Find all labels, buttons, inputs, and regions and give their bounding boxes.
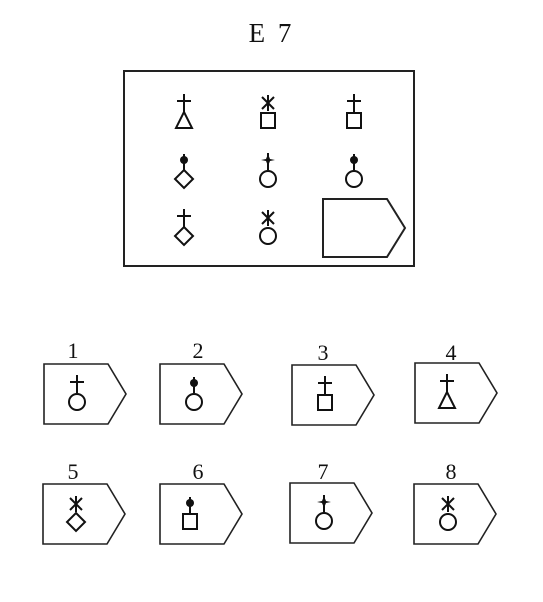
option-3-glyph (317, 376, 333, 411)
matrix-glyph (173, 209, 195, 247)
option-2-glyph (185, 377, 203, 411)
matrix-glyph (173, 154, 195, 190)
option-number: 7 (317, 459, 329, 484)
matrix-glyph (259, 153, 277, 188)
answer-slot-outline (322, 198, 407, 258)
matrix-glyph (260, 95, 276, 129)
matrix-cell (339, 150, 369, 195)
option-number: 4 (445, 340, 457, 365)
matrix-cell (253, 207, 283, 252)
option-5[interactable] (42, 483, 128, 552)
matrix-glyph (259, 210, 277, 245)
option-6[interactable] (159, 483, 245, 552)
option-8[interactable] (413, 483, 499, 552)
option-7-glyph (315, 495, 333, 530)
option-number: 6 (192, 459, 204, 484)
option-1[interactable] (43, 363, 129, 432)
matrix-cell (253, 92, 283, 137)
answer-slot (321, 197, 411, 264)
puzzle-matrix (123, 70, 415, 267)
matrix-cell (253, 150, 283, 195)
option-number: 8 (445, 459, 457, 484)
matrix-cell (169, 150, 199, 195)
option-8-glyph (439, 496, 457, 531)
option-2[interactable] (159, 363, 245, 432)
option-6-glyph (182, 497, 198, 530)
matrix-cell (169, 207, 199, 252)
option-number: 3 (317, 340, 329, 365)
option-4[interactable] (414, 362, 500, 431)
option-1-glyph (68, 375, 86, 411)
option-3[interactable] (291, 364, 377, 433)
matrix-cell (339, 92, 369, 137)
option-number: 5 (67, 459, 79, 484)
matrix-cell (169, 92, 199, 137)
option-number: 1 (67, 338, 79, 363)
option-number: 2 (192, 338, 204, 363)
option-7[interactable] (289, 482, 375, 551)
option-4-glyph (437, 374, 457, 409)
matrix-glyph (345, 154, 363, 188)
option-5-glyph (65, 496, 87, 533)
puzzle-title: E 7 (248, 18, 295, 48)
matrix-glyph (346, 94, 362, 129)
matrix-glyph (174, 94, 194, 129)
